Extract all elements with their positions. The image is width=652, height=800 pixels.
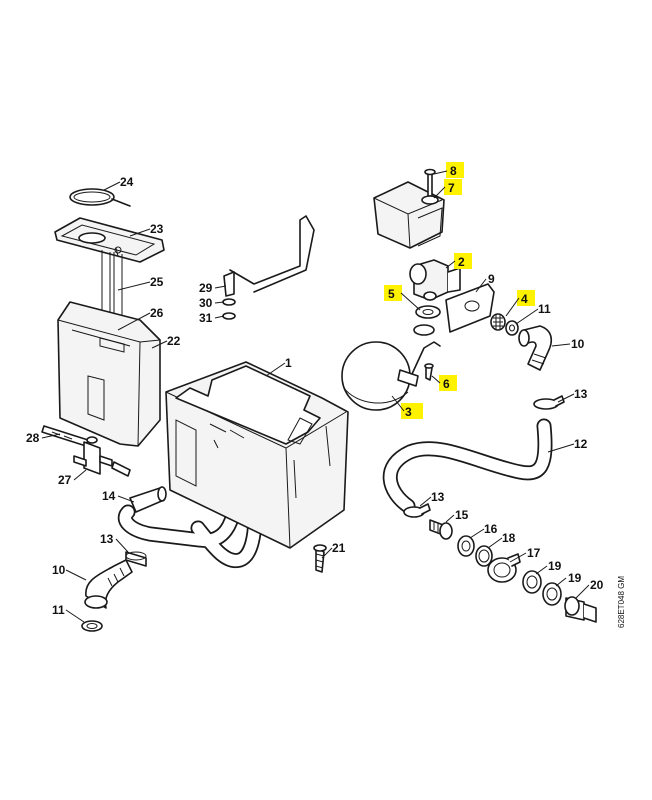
highlight-4 — [517, 290, 535, 306]
callout-13-lower: 13 — [431, 490, 445, 504]
part-connector — [564, 596, 597, 623]
highlight-5 — [384, 285, 402, 301]
callout-13-upper: 13 — [574, 387, 588, 401]
part-ring-18 — [475, 545, 493, 567]
part-hose-clamp-upper — [533, 395, 565, 410]
callout-11-left: 11 — [52, 603, 65, 617]
callout-29: 29 — [199, 281, 213, 295]
callout-8: 8 — [450, 164, 457, 178]
callout-18: 18 — [502, 531, 516, 545]
part-tank-cover — [54, 217, 165, 263]
part-drain-tap — [73, 436, 131, 477]
callout-9: 9 — [488, 272, 495, 286]
part-elbow-right — [518, 325, 553, 371]
callout-20: 20 — [590, 578, 604, 592]
callout-25: 25 — [150, 275, 164, 289]
part-valve-cover — [373, 168, 445, 249]
part-hose-long — [382, 418, 553, 514]
callout-19b: 19 — [568, 571, 582, 585]
part-ring-19a — [522, 570, 542, 594]
part-washer-left — [81, 620, 103, 632]
callout-22: 22 — [167, 334, 181, 348]
callout-30: 30 — [199, 296, 213, 310]
part-ring-19b — [542, 582, 562, 606]
highlight-7 — [444, 179, 462, 195]
callout-31: 31 — [199, 311, 213, 325]
part-strainer — [490, 313, 506, 331]
highlight-8 — [446, 162, 464, 178]
callout-11-right: 11 — [538, 302, 551, 316]
callout-7: 7 — [448, 181, 455, 195]
callout-3: 3 — [405, 405, 412, 419]
callout-1: 1 — [285, 356, 292, 370]
part-wire-bracket — [222, 215, 315, 320]
callout-10-right: 10 — [571, 337, 585, 351]
callout-5: 5 — [388, 287, 395, 301]
callout-21: 21 — [332, 541, 346, 555]
part-washer-right — [505, 320, 519, 336]
callout-23: 23 — [150, 222, 164, 236]
callout-highlights — [384, 162, 535, 419]
callout-10-left: 10 — [52, 563, 66, 577]
part-seal-ring — [69, 188, 131, 207]
callout-24: 24 — [120, 175, 134, 189]
part-valve-body — [409, 259, 461, 301]
callout-14: 14 — [102, 489, 116, 503]
part-hose-nipple — [429, 519, 453, 540]
highlight-3 — [401, 403, 423, 419]
part-ring-16 — [457, 535, 475, 557]
callout-13-left: 13 — [100, 532, 114, 546]
part-elbow-left — [84, 559, 133, 609]
callout-19a: 19 — [548, 559, 562, 573]
part-water-tank — [57, 301, 161, 447]
drawing-code: 628ET048 GM — [617, 576, 626, 628]
part-hose-clamp-lower — [403, 503, 431, 518]
callout-6: 6 — [443, 377, 450, 391]
callout-28: 28 — [26, 431, 40, 445]
callout-labels: 24 23 25 26 22 1 8 7 2 5 9 4 11 10 6 3 1… — [26, 164, 604, 617]
highlight-2 — [454, 253, 472, 269]
leader-lines — [41, 170, 590, 623]
part-float-ball — [341, 341, 441, 411]
callout-2: 2 — [458, 255, 465, 269]
callout-17: 17 — [527, 546, 541, 560]
callout-26: 26 — [150, 306, 164, 320]
part-coupling-clamp — [487, 553, 521, 583]
callout-27: 27 — [58, 473, 72, 487]
part-gasket-plate — [445, 283, 495, 333]
callout-16: 16 — [484, 522, 498, 536]
part-valve-seal — [413, 305, 441, 336]
part-screw-21 — [313, 544, 327, 573]
part-main-box — [165, 361, 349, 549]
part-hose-clamp-left — [125, 551, 147, 567]
callout-15: 15 — [455, 508, 469, 522]
highlight-6 — [439, 375, 457, 391]
part-screw-6 — [424, 363, 434, 381]
callout-12: 12 — [574, 437, 588, 451]
callout-4: 4 — [521, 292, 528, 306]
